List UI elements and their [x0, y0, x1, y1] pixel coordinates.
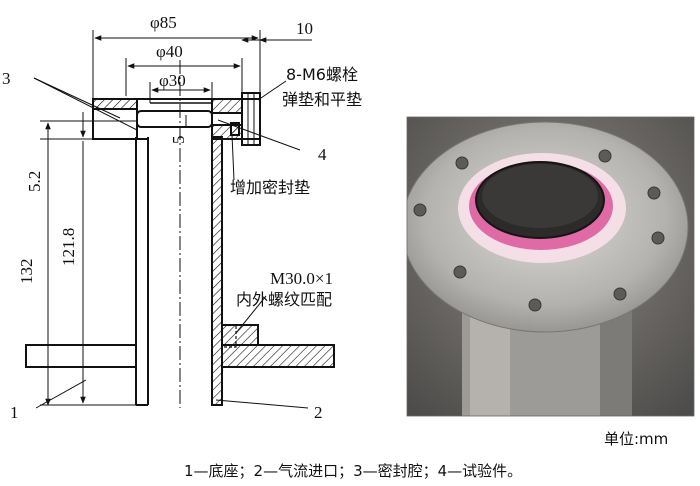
leader-lines: [33, 77, 309, 409]
inlet-tube: [135, 136, 223, 406]
annotation-texts: 8-M6螺栓 弹垫和平垫 增加密封垫 M30.0×1 内外螺纹匹配: [230, 65, 362, 309]
dim-d40: φ40: [156, 42, 183, 61]
dimension-texts: φ85 φ40 φ30 10 5 5.2 132 121.8: [17, 13, 313, 284]
bolt: [241, 92, 261, 146]
part-numbers: 3 4 1 2: [2, 69, 327, 422]
test-specimen: [136, 110, 213, 128]
annotation-thread-line1: M30.0×1: [270, 269, 333, 288]
part-number-2: 2: [314, 403, 323, 422]
figure-caption: 1—底座；2—气流进口；3—密封腔；4—试验件。: [184, 462, 522, 480]
photo-bolt-holes: [413, 149, 665, 312]
part-number-3: 3: [2, 69, 11, 88]
dim-h5: 5: [169, 136, 188, 145]
dim-w10: 10: [296, 19, 313, 38]
dim-d85: φ85: [150, 13, 177, 32]
dim-h121-8: 121.8: [59, 228, 78, 266]
specimen-photo: [407, 117, 694, 416]
unit-label: 单位:mm: [604, 430, 668, 448]
annotation-bolts-line2: 弹垫和平垫: [282, 90, 362, 109]
part-number-1: 1: [10, 403, 19, 422]
dim-h132: 132: [17, 259, 36, 285]
dim-h5-2: 5.2: [25, 171, 44, 192]
annotation-thread-line2: 内外螺纹匹配: [236, 290, 332, 309]
base-plate: [25, 324, 335, 368]
engineering-drawing: [25, 30, 335, 409]
annotation-added-gasket: 增加密封垫: [230, 178, 310, 197]
part-number-4: 4: [318, 145, 327, 164]
horizontal-dimensions: [92, 30, 312, 103]
annotation-bolts-line1: 8-M6螺栓: [286, 65, 358, 84]
added-gasket: [230, 122, 240, 136]
thread-zone: [221, 324, 237, 348]
dim-d30: φ30: [159, 71, 186, 90]
